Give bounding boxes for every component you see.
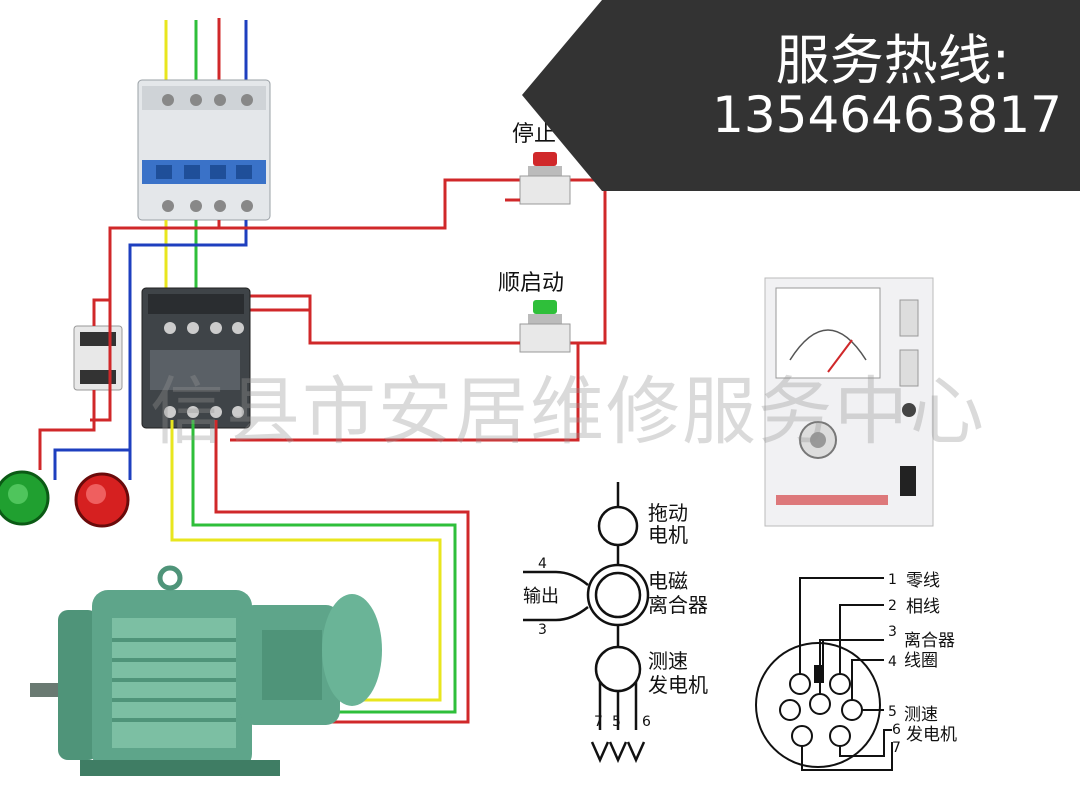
lamp-wires: [38, 298, 132, 480]
circuit-breaker: [137, 79, 271, 221]
start-label: 顺启动: [498, 271, 564, 296]
socket-pin-2-label: 相线: [906, 597, 940, 617]
pin-5-label: 5: [612, 714, 621, 730]
socket-pin-4-label: 线圈: [904, 651, 938, 671]
start-button: 顺启动: [498, 271, 571, 353]
schematic-labels: 拖动 电机 电磁 离合器 测速 发电机 输出 4 3 7 5 6: [523, 501, 708, 730]
drag-motor-label-2: 电机: [648, 523, 688, 547]
output-label: 输出: [523, 586, 559, 607]
auxiliary-contact: [73, 325, 123, 391]
hotline-number: 13546463817: [712, 86, 1062, 144]
socket-pin-2-num: 2: [888, 598, 897, 614]
feed-wires: [164, 18, 248, 85]
hotline-title: 服务热线:: [775, 29, 1010, 92]
clutch-label-2: 离合器: [648, 593, 708, 617]
socket-pin-5-num: 5: [888, 704, 897, 720]
drag-motor-label-1: 拖动: [648, 501, 688, 525]
socket-pin-3-num: 3: [888, 624, 897, 640]
watermark: 信县市安居维修服务中心: [150, 369, 986, 455]
socket-pin-7-num: 7: [892, 740, 901, 756]
socket-pin-1-label: 零线: [906, 571, 940, 591]
socket-labels: 1 零线 2 相线 3 离合器 4 线圈 5 测速 6 发电机 7: [888, 571, 957, 756]
socket-pinout: [755, 577, 893, 771]
control-wires: [230, 198, 580, 442]
clutch-label-1: 电磁: [648, 569, 688, 593]
socket-pin-3-label: 离合器: [904, 631, 955, 651]
pin-7-label: 7: [594, 714, 603, 730]
contactor: [141, 287, 251, 429]
speed-controller: [764, 277, 934, 527]
pin-3-label: 3: [538, 622, 547, 638]
tacho-label-1: 测速: [648, 649, 688, 673]
socket-pin-4-num: 4: [888, 654, 897, 670]
socket-pin-6-label: 发电机: [906, 725, 957, 745]
pin-4-label: 4: [538, 556, 547, 572]
socket-pin-5-label: 测速: [904, 705, 938, 725]
red-indicator-lamp: [74, 472, 130, 528]
hotline-banner: [522, 0, 1080, 191]
socket-pin-1-num: 1: [888, 572, 897, 588]
motor: [30, 565, 382, 776]
green-indicator-lamp: [0, 470, 50, 526]
tacho-label-2: 发电机: [648, 673, 708, 697]
pin-6-label: 6: [642, 714, 651, 730]
socket-pin-6-num: 6: [892, 722, 901, 738]
motor-schematic: [523, 482, 650, 764]
